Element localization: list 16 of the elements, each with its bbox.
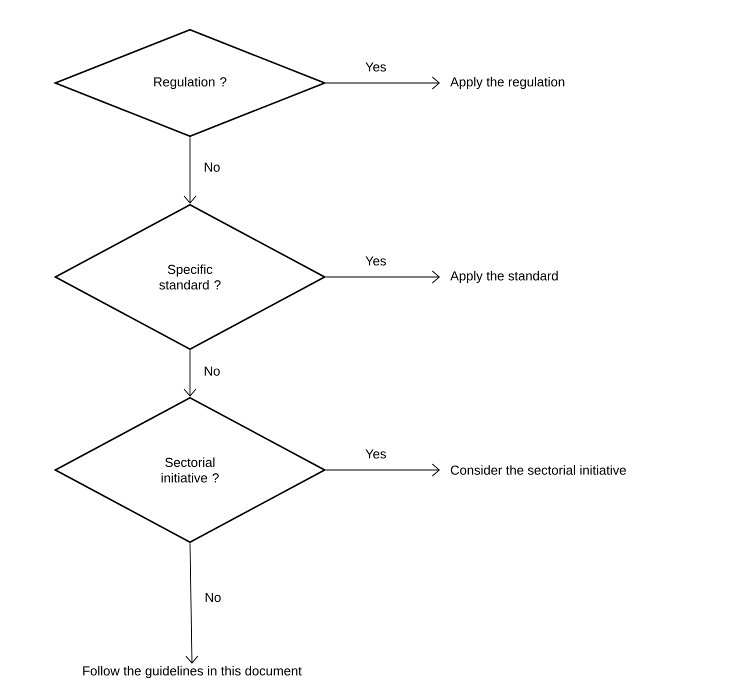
edge-label: No <box>202 162 222 173</box>
arrow <box>185 542 198 664</box>
edge-label: Yes <box>364 448 388 460</box>
edge-label: Yes <box>364 255 388 267</box>
arrow <box>325 464 440 476</box>
arrow <box>184 136 196 204</box>
edge-label: No <box>204 592 222 604</box>
outcome-text: Apply the standard <box>450 270 558 284</box>
edge-label: No <box>202 366 222 377</box>
edge-label: Yes <box>364 61 388 73</box>
outcome-text: Follow the guidelines in this document <box>83 666 302 678</box>
arrow <box>325 270 440 284</box>
outcome-text: Apply the regulation <box>450 76 564 90</box>
outcome-text: Consider the sectorial initiative <box>450 465 626 475</box>
arrow <box>184 350 196 397</box>
arrow <box>325 76 440 90</box>
